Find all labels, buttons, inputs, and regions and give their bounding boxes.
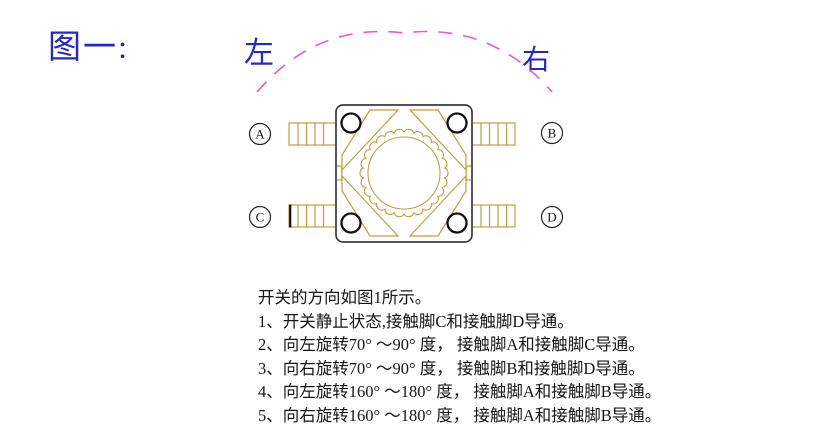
pin-label-d: D	[547, 210, 556, 225]
corner-dimple-tr	[446, 112, 468, 134]
pin-c	[288, 204, 337, 228]
cover-claw-triangles	[336, 109, 472, 237]
figure-title: 图一:	[48, 30, 130, 66]
corner-dimple-bl	[340, 212, 362, 234]
rotation-dashed-arc-icon	[256, 30, 553, 93]
left-edge-notch	[336, 165, 343, 181]
note-line: 5、向右旋转160° ～180° 度， 接触脚A和接触脚B导通。	[258, 405, 662, 425]
note-line: 开关的方向如图1所示。	[258, 288, 432, 307]
pin-label-a: A	[255, 127, 265, 142]
pin-label-c: C	[256, 210, 265, 225]
pin-d	[471, 204, 516, 228]
corner-dimple-br	[446, 212, 468, 234]
corner-dimples	[340, 112, 468, 234]
pin-label-balloons	[248, 121, 564, 229]
notes-block: 开关的方向如图1所示。 1、开关静止状态,接触脚C和接触脚D导通。 2、向左旋转…	[258, 286, 698, 428]
actuator-inner-circle	[367, 136, 441, 210]
pin-b	[471, 122, 516, 146]
right-edge-notch	[465, 165, 472, 181]
pin-label-b: B	[548, 126, 557, 141]
actuator-scalloped-ring	[359, 128, 449, 218]
note-line: 3、向右旋转70° ～90° 度， 接触脚B和接触脚D导通。	[258, 358, 645, 378]
rotate-left-label: 左	[244, 37, 274, 70]
rotate-right-label: 右	[522, 45, 551, 76]
note-line: 4、向左旋转160° ～180° 度， 接触脚A和接触脚B导通。	[258, 382, 662, 402]
note-line: 1、开关静止状态,接触脚C和接触脚D导通。	[258, 311, 574, 331]
corner-dimple-tl	[340, 112, 362, 134]
pin-a	[288, 122, 337, 146]
note-line: 2、向左旋转70° ～90° 度， 接触脚A和接触脚C导通。	[258, 335, 645, 355]
